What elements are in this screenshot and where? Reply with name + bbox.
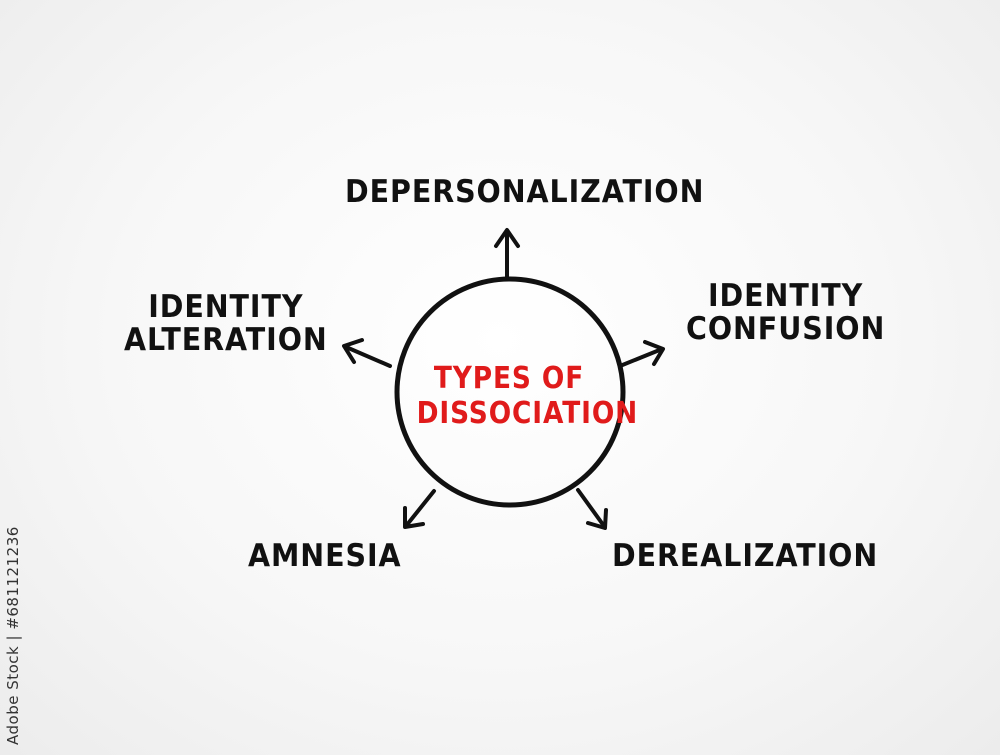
stock-credit: Adobe Stock | #681121236 xyxy=(4,526,22,745)
node-identity-alteration-line1: IDENTITY xyxy=(148,289,304,325)
arrow-identity-alteration xyxy=(342,338,392,368)
node-identity-confusion-line2: CONFUSION xyxy=(686,310,886,347)
node-depersonalization: DEPERSONALIZATION xyxy=(345,174,705,210)
center-circle xyxy=(394,276,626,508)
arrow-derealization xyxy=(576,488,608,530)
node-derealization: DEREALIZATION xyxy=(612,538,879,574)
node-amnesia: AMNESIA xyxy=(248,538,402,574)
node-identity-confusion-line1: IDENTITY xyxy=(708,278,864,314)
arrow-amnesia xyxy=(403,489,436,529)
arrow-depersonalization xyxy=(494,228,520,280)
center-title-line2: DISSOCIATION xyxy=(416,395,639,431)
arrow-identity-confusion xyxy=(618,340,665,368)
node-identity-confusion: IDENTITY CONFUSION xyxy=(686,280,885,345)
node-identity-alteration-line2: ALTERATION xyxy=(124,321,328,358)
center-title-line1: TYPES OF xyxy=(433,361,585,396)
center-title: TYPES OF DISSOCIATION xyxy=(416,361,639,431)
node-identity-alteration: IDENTITY ALTERATION xyxy=(124,291,328,356)
